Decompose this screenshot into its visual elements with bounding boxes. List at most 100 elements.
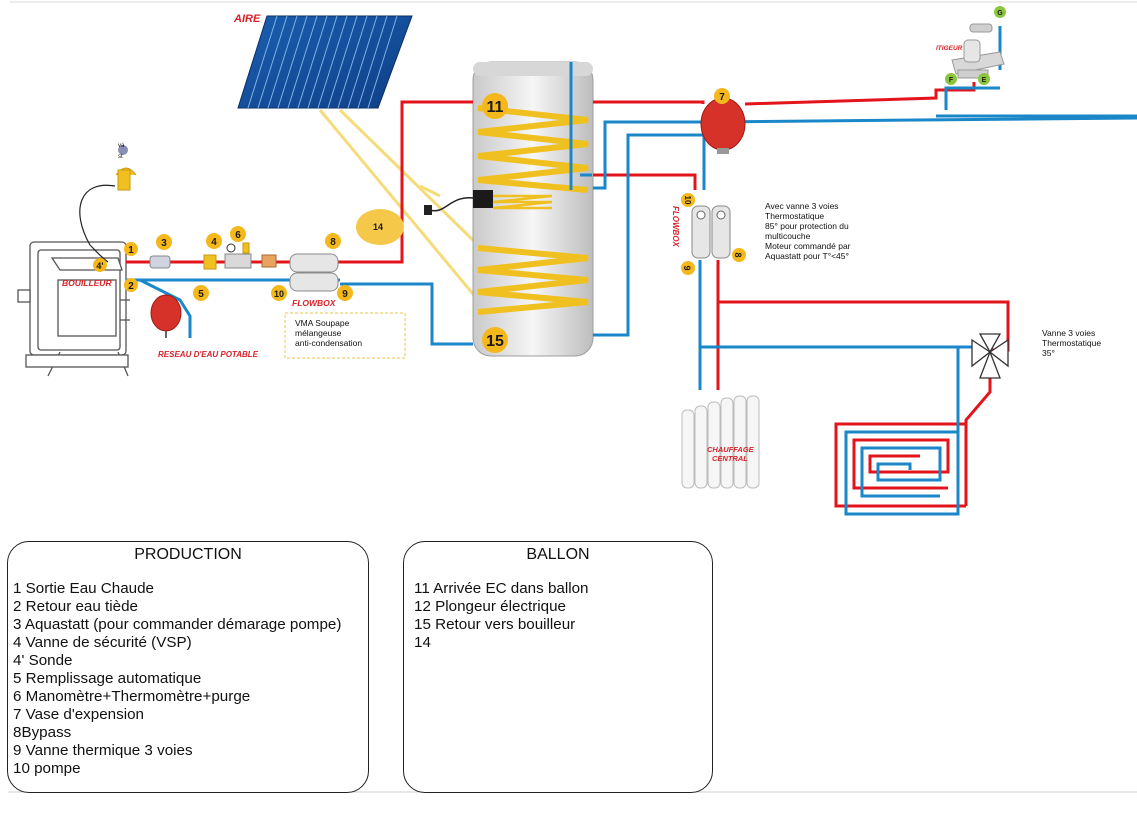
flowbox-right [691, 205, 731, 259]
svg-text:6: 6 [235, 230, 241, 241]
safety-valve-4 [203, 254, 217, 270]
vma-note-line-3: anti-condensation [295, 338, 362, 348]
badge-9-left: 9 [337, 285, 353, 301]
badge-e: E [978, 73, 990, 85]
fitting [261, 254, 277, 268]
list-item: 10 pompe [13, 760, 81, 777]
svg-text:15: 15 [486, 333, 504, 350]
svg-text:G: G [997, 10, 1003, 17]
flowbox-left [289, 253, 339, 292]
mitigeur-label: ITIGEUR [936, 45, 963, 52]
svg-text:1: 1 [128, 245, 134, 256]
svg-text:9: 9 [682, 265, 692, 270]
vanne3-right-line-1: Vanne 3 voies [1042, 328, 1095, 338]
badge-15: 15 [482, 327, 508, 353]
badge-4: 4 [206, 233, 222, 249]
badge-3: 3 [156, 234, 172, 250]
svg-text:E: E [982, 77, 987, 84]
chauffage-label-1: CHAUFFAGE [707, 445, 755, 454]
production-title: PRODUCTION [134, 546, 242, 563]
svg-text:10: 10 [683, 196, 692, 205]
vanne3-note-line-1: Avec vanne 3 voies [765, 201, 839, 211]
svg-text:7: 7 [719, 92, 725, 103]
bouilleur-label: BOUILLEUR [62, 278, 112, 288]
badge-10-right: 10 [681, 193, 695, 207]
vma-note-box [284, 312, 406, 359]
svg-text:5: 5 [198, 289, 204, 300]
flowbox-right-label: FLOWBOX [671, 206, 680, 248]
list-item: 2 Retour eau tiède [13, 598, 138, 615]
list-item: 7 Vase d'expension [13, 706, 144, 723]
svg-text:11: 11 [487, 99, 504, 116]
ballon-legend: BALLON 11 Arrivée EC dans ballon 12 Plon… [403, 541, 713, 793]
svg-text:9: 9 [342, 289, 348, 300]
heater-cable [429, 197, 475, 212]
badge-11: 11 [482, 93, 508, 119]
ballon-list: 11 Arrivée EC dans ballon 12 Plongeur él… [414, 580, 712, 652]
list-item: 4 Vanne de sécurité (VSP) [13, 634, 192, 651]
list-item: 12 Plongeur électrique [414, 598, 566, 615]
production-legend: PRODUCTION 1 Sortie Eau Chaude 2 Retour … [7, 541, 369, 793]
ballon-title: BALLON [526, 546, 590, 563]
badge-f: F [945, 73, 957, 85]
badge-6: 6 [230, 226, 246, 242]
solar-circuit-lines [318, 108, 480, 301]
safety-valve [79, 145, 137, 263]
badge-5: 5 [193, 285, 209, 301]
aire-label: AIRE [233, 13, 261, 25]
svg-text:3: 3 [161, 238, 167, 249]
mixer-tap [951, 23, 1005, 79]
vanne3-right-line-2: Thermostatique [1042, 338, 1101, 348]
solar-panel [237, 15, 413, 109]
badge-9-right: 9 [681, 261, 695, 275]
plug-icon [424, 205, 432, 215]
production-list: 1 Sortie Eau Chaude 2 Retour eau tiède 3… [13, 580, 368, 778]
vanne3-note-line-3: 85° pour protection du [765, 221, 849, 231]
list-item: 11 Arrivée EC dans ballon [414, 580, 589, 597]
reseau-label: RESEAU D'EAU POTABLE [158, 350, 259, 359]
badge-4-prime: 4' [93, 258, 107, 272]
expansion-vessel-right [700, 97, 746, 154]
vanne3-note-line-2: Thermostatique [765, 211, 824, 221]
vanne3-note-line-5: Moteur commandé par [765, 241, 851, 251]
list-item: 14 [414, 634, 431, 651]
flowbox-left-label: FLOWBOX [292, 298, 337, 308]
list-item: 3 Aquastatt (pour commander démarage pom… [13, 616, 342, 633]
list-item: 6 Manomètre+Thermomètre+purge [13, 688, 251, 705]
svg-text:8: 8 [733, 252, 743, 257]
vanne3-note-line-6: Aquastatt pour T°<45° [765, 251, 849, 261]
list-item: 15 Retour vers bouilleur [414, 616, 576, 633]
radiator [681, 395, 760, 489]
svg-text:8: 8 [330, 237, 336, 248]
aquastat [149, 255, 171, 269]
manometer [224, 242, 252, 269]
badge-g: G [994, 6, 1006, 18]
svg-text:14: 14 [373, 222, 383, 232]
badge-1: 1 [124, 242, 138, 256]
list-item: 1 Sortie Eau Chaude [13, 580, 155, 597]
svg-text:F: F [949, 77, 954, 84]
list-item: 4' Sonde [13, 652, 73, 669]
vsp-label-top: va [118, 143, 125, 149]
expansion-vessel-left [150, 294, 182, 338]
vsp-label-bottom: st [118, 154, 123, 160]
chauffage-label-2: CENTRAL [712, 454, 748, 463]
badge-8-right: 8 [732, 248, 746, 262]
vma-note-line-2: mélangeuse [295, 328, 342, 338]
vanne3-note-line-4: multicouche [765, 231, 811, 241]
badge-14: 14 [356, 209, 404, 245]
boiler [17, 241, 130, 377]
list-item: 5 Remplissage automatique [13, 670, 202, 687]
vanne3-right-line-3: 35° [1042, 348, 1055, 358]
badge-8-left: 8 [325, 233, 341, 249]
svg-text:2: 2 [128, 281, 134, 292]
svg-text:10: 10 [274, 289, 284, 299]
list-item: 9 Vanne thermique 3 voies [13, 742, 193, 759]
list-item: 8Bypass [13, 724, 72, 741]
storage-tank [472, 61, 594, 357]
vma-note-line-1: VMA Soupape [295, 318, 350, 328]
three-way-valve [971, 333, 1009, 379]
badge-2: 2 [124, 278, 138, 292]
badge-10-left: 10 [271, 285, 287, 301]
